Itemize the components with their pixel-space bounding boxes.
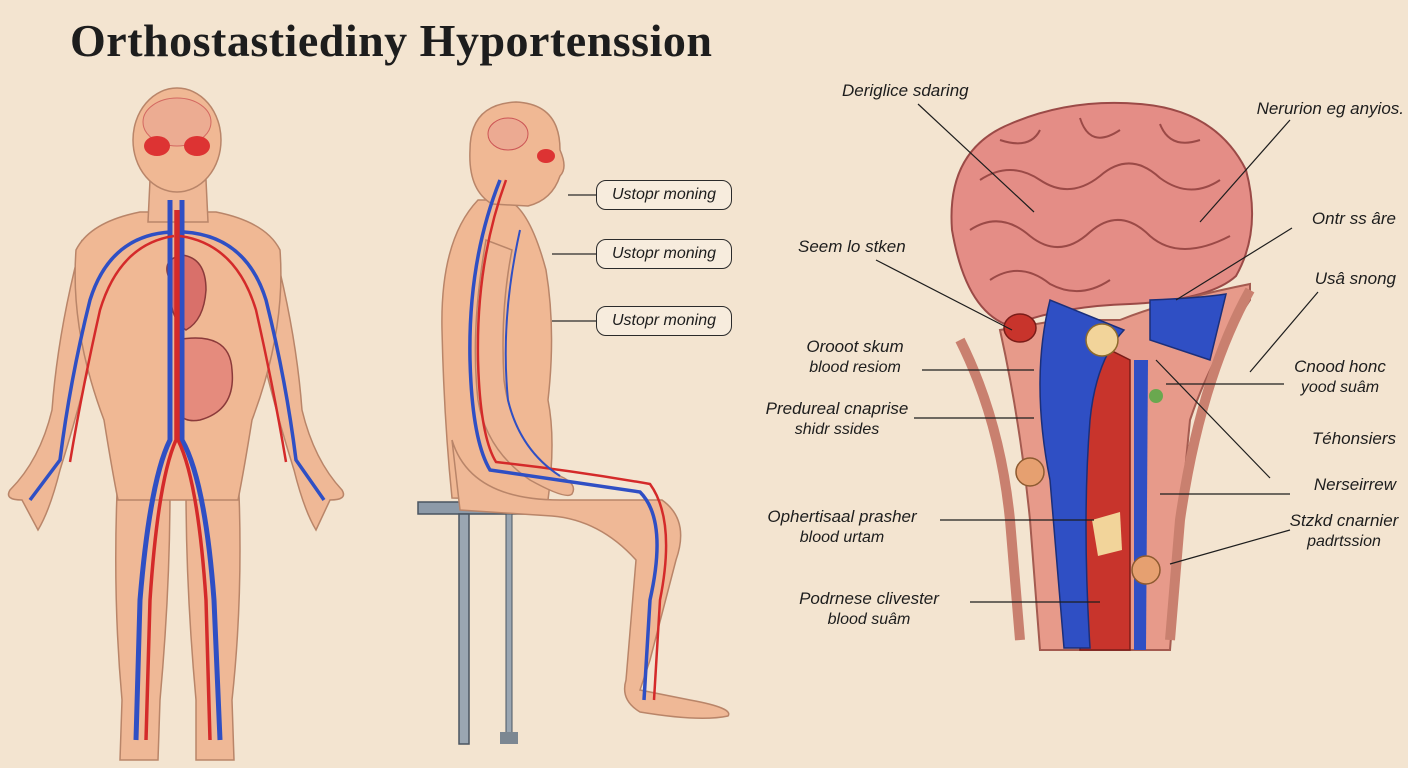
stool — [417, 501, 551, 745]
page-title: Orthostastiediny Hyportenssion — [70, 15, 713, 66]
brain-label: Usâ snong — [1314, 269, 1396, 288]
brain — [950, 101, 1254, 328]
brain-label: Ontr ss âre — [1311, 209, 1396, 228]
label-pill: Ustopr moning — [596, 306, 732, 336]
brain-label: Nerseirrew — [1313, 475, 1396, 494]
sitting-body-figure — [417, 101, 730, 745]
brain-label: Téhonsiers — [1311, 429, 1396, 448]
label-pill: Ustopr moning — [596, 239, 732, 269]
brain-label: Seem lo stken — [798, 237, 906, 256]
brain-label: Nerurion eg anyios. — [1256, 99, 1404, 118]
brain-label: Deriglice sdaring — [842, 81, 969, 100]
label-pill: Ustopr moning — [596, 180, 732, 210]
brainstem-cross-section — [1003, 293, 1227, 651]
standing-body-figure — [7, 87, 345, 761]
